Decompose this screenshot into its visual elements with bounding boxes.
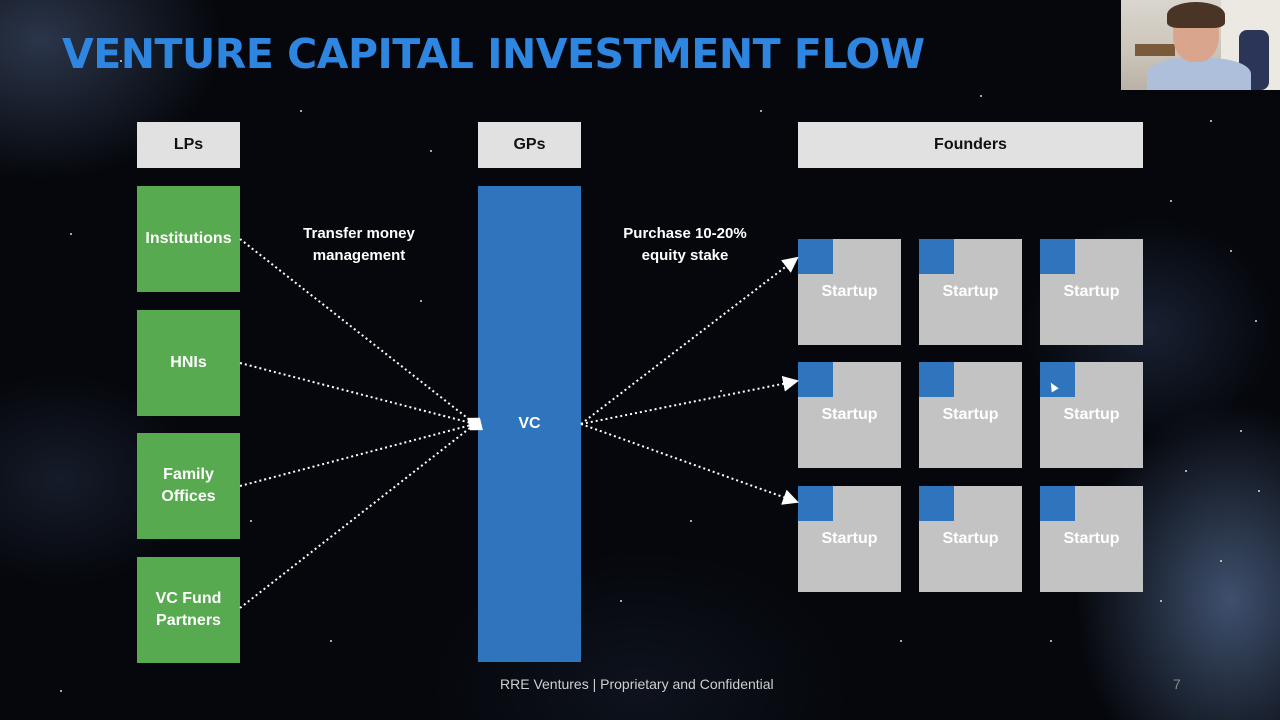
slide-title: VENTURE CAPITAL INVESTMENT FLOW [62,30,925,78]
startup-box: Startup [798,486,901,592]
lp-box-institutions: Institutions [137,186,240,292]
startup-label: Startup [942,530,999,547]
connector-vc-startup-row3 [580,423,799,505]
equity-stake-marker [798,239,833,274]
equity-stake-marker [919,239,954,274]
presenter-webcam [1121,0,1280,90]
startup-label: Startup [1063,530,1120,547]
note-transfer-money: Transfer money management [303,225,415,264]
equity-stake-marker [919,362,954,397]
connector-vc-fund-partners-vc [239,423,476,609]
equity-stake-marker [1040,362,1075,397]
equity-stake-marker [1040,486,1075,521]
header-gps: GPs [478,122,581,168]
vc-box: VC [478,186,581,662]
startup-box: Startup [1040,486,1143,592]
startup-label: Startup [942,283,999,300]
startup-box: Startup [1040,239,1143,345]
vc-label: VC [518,415,541,432]
startup-label: Startup [942,406,999,423]
header-lps: LPs [137,122,240,168]
startup-box: Startup [1040,362,1143,468]
footer-text: RRE Ventures | Proprietary and Confident… [500,676,774,692]
startup-box: Startup [919,362,1022,468]
startup-box: Startup [919,239,1022,345]
connector-vc-startup-row2 [580,375,799,425]
equity-stake-marker [1040,239,1075,274]
equity-stake-marker [798,486,833,521]
startup-label: Startup [1063,283,1120,300]
equity-stake-marker [798,362,833,397]
connector-hnis-vc [239,362,476,425]
note-purchase-equity: Purchase 10-20% equity stake [623,225,747,264]
page-number: 7 [1173,676,1181,692]
startup-label: Startup [821,283,878,300]
lp-box-vc-fund-partners: VC Fund Partners [137,557,240,663]
startup-box: Startup [798,239,901,345]
header-founders: Founders [798,122,1143,168]
startup-box: Startup [919,486,1022,592]
startup-label: Startup [821,530,878,547]
connector-institutions-vc [239,238,483,431]
lp-box-family-offices: Family Offices [137,433,240,539]
startup-label: Startup [821,406,878,423]
connector-vc-startup-row1 [580,256,799,425]
connector-family-offices-vc [239,423,476,487]
startup-label: Startup [1063,406,1120,423]
equity-stake-marker [919,486,954,521]
startup-box: Startup [798,362,901,468]
lp-box-hnis: HNIs [137,310,240,416]
